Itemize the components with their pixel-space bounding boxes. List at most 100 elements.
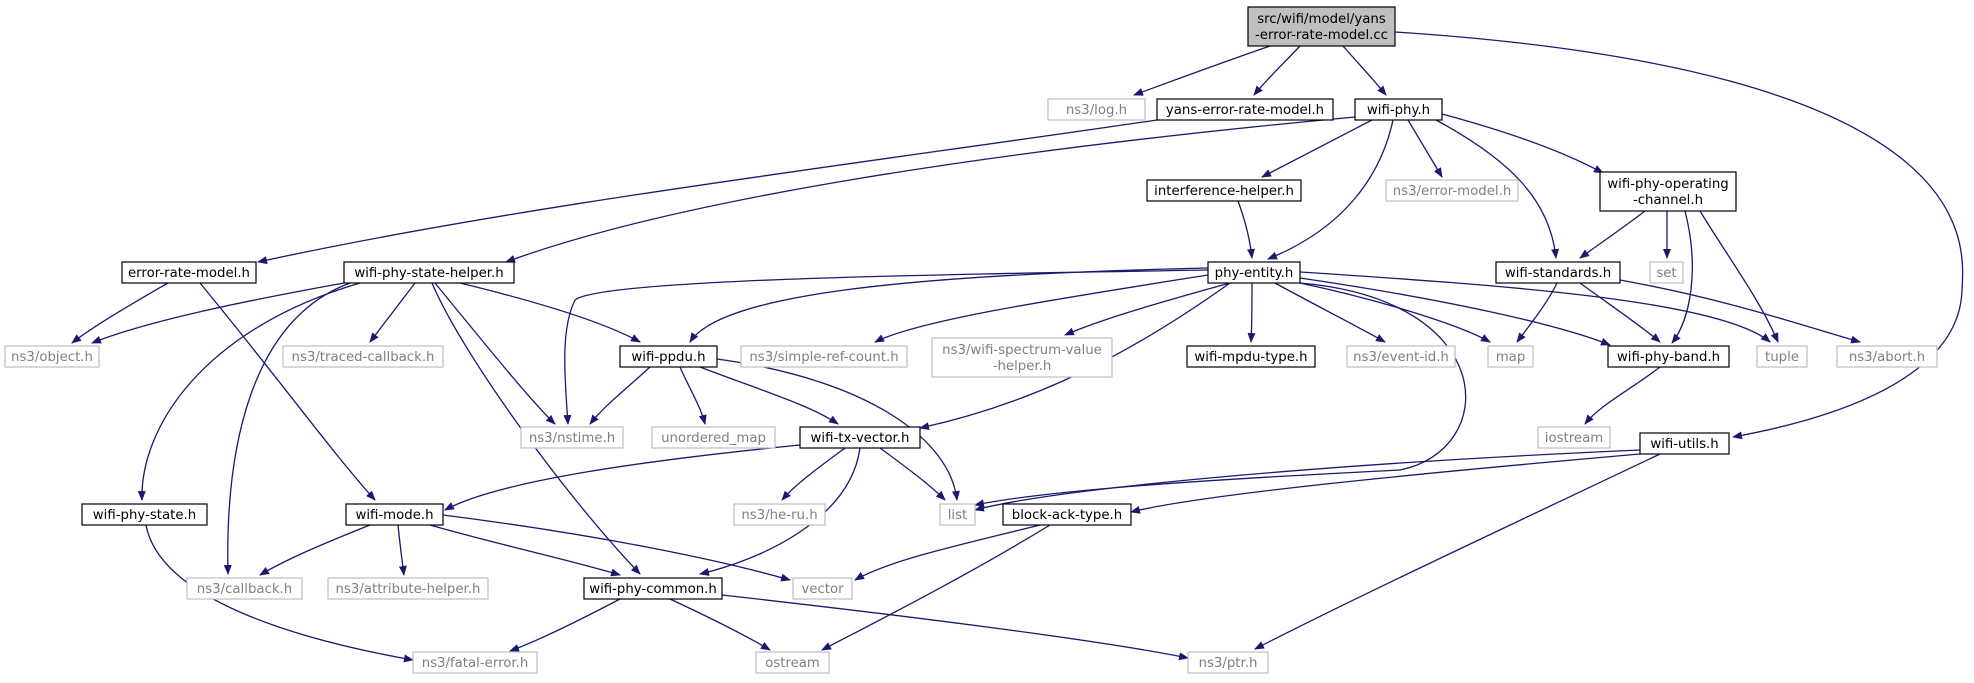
node-wsvh: ns3/wifi-spectrum-value-helper.h [931, 337, 1113, 378]
node-band[interactable]: wifi-phy-band.h [1607, 345, 1730, 368]
node-heru: ns3/he-ru.h [733, 503, 826, 526]
edge-pe-to-mpdu [1247, 282, 1256, 343]
node-wmode[interactable]: wifi-mode.h [345, 503, 444, 526]
node-mpdu[interactable]: wifi-mpdu-type.h [1186, 345, 1316, 368]
header-nodes: src/wifi/model/yans-error-rate-model.cc n… [4, 6, 1938, 674]
node-box [1607, 345, 1730, 368]
edge-pe-to-eid [1274, 282, 1386, 343]
node-ppdu[interactable]: wifi-ppdu.h [619, 345, 718, 368]
edge-group [1254, 453, 1661, 650]
edge-ih-to-pe [1237, 200, 1255, 259]
edge-group [716, 358, 960, 501]
node-box [121, 261, 257, 284]
node-root[interactable]: src/wifi/model/yans-error-rate-model.cc [1247, 6, 1396, 47]
edge-group [699, 447, 861, 576]
node-log: ns3/log.h [1047, 98, 1146, 121]
node-nstime: ns3/nstime.h [520, 426, 624, 449]
node-wutils[interactable]: wifi-utils.h [1639, 432, 1730, 455]
node-label: list [948, 508, 968, 523]
edge-bat-to-vector [854, 524, 1041, 581]
node-map: map [1487, 345, 1534, 368]
edge-group [1133, 45, 1271, 96]
node-wpsh[interactable]: wifi-phy-state-helper.h [343, 261, 515, 284]
edge-wpsh-to-common [431, 282, 641, 575]
node-label: ns3/traced-callback.h [292, 350, 435, 365]
node-label: wifi-ppdu.h [631, 350, 705, 365]
edge-group [974, 449, 1641, 512]
node-label: wifi-mode.h [355, 508, 433, 523]
node-label: -error-rate-model.cc [1255, 28, 1388, 43]
edge-group [1237, 200, 1255, 259]
edge-pe-to-wsvh [1064, 282, 1231, 336]
node-wstd[interactable]: wifi-standards.h [1495, 261, 1621, 284]
node-wphy[interactable]: wifi-phy.h [1354, 98, 1443, 121]
node-label: -helper.h [993, 359, 1052, 374]
node-wpstate[interactable]: wifi-phy-state.h [81, 503, 208, 526]
node-label: wifi-phy-band.h [1617, 350, 1720, 365]
node-eid: ns3/event-id.h [1346, 345, 1456, 368]
edge-group [1247, 282, 1256, 343]
edge-group [1579, 210, 1646, 259]
node-pe[interactable]: phy-entity.h [1207, 261, 1301, 284]
edge-group [1130, 453, 1641, 514]
node-label: src/wifi/model/yans [1257, 12, 1386, 27]
node-label: yans-error-rate-model.h [1166, 103, 1324, 118]
node-txv[interactable]: wifi-tx-vector.h [799, 426, 921, 449]
node-wpoc[interactable]: wifi-phy-operating-channel.h [1599, 171, 1737, 212]
node-label: ns3/abort.h [1849, 350, 1925, 365]
node-erm[interactable]: error-rate-model.h [121, 261, 257, 284]
node-label: vector [801, 582, 844, 597]
node-yerm[interactable]: yans-error-rate-model.h [1156, 98, 1334, 121]
edge-group [137, 282, 361, 501]
edge-group [71, 282, 169, 344]
edge-group [1516, 282, 1558, 343]
node-label: ns3/log.h [1066, 103, 1127, 118]
node-iostream: iostream [1537, 426, 1611, 449]
edge-txv-to-common [699, 447, 861, 576]
node-ih[interactable]: interference-helper.h [1146, 179, 1302, 202]
edge-group [1064, 282, 1231, 336]
edge-group [563, 269, 1209, 425]
edge-root-to-wphy [1342, 45, 1387, 96]
edge-wphy-to-wstd [1435, 119, 1560, 259]
edge-group [781, 447, 846, 501]
edge-group [689, 267, 1209, 343]
node-label: wifi-standards.h [1505, 266, 1611, 281]
edge-pe-to-nstime [563, 269, 1209, 425]
edge-group [974, 282, 1467, 508]
edge-group [434, 282, 556, 425]
edge-group [699, 366, 839, 425]
edge-group [459, 282, 641, 343]
node-box [1756, 345, 1808, 368]
node-box [1385, 179, 1519, 202]
node-bat[interactable]: block-ack-type.h [1002, 503, 1132, 526]
edge-group [223, 282, 351, 575]
node-box [81, 503, 208, 526]
node-label: set [1656, 266, 1676, 281]
node-label: ns3/nstime.h [529, 431, 615, 446]
edge-group [145, 524, 414, 663]
node-common[interactable]: wifi-phy-common.h [583, 577, 723, 600]
edge-group [1671, 210, 1693, 344]
node-box [1537, 426, 1611, 449]
node-box [343, 261, 515, 284]
edge-group [442, 514, 791, 582]
edge-erm-to-obj [71, 282, 169, 344]
node-label: ns3/ptr.h [1199, 656, 1258, 671]
node-ostream: ostream [755, 651, 830, 674]
node-list: list [939, 503, 976, 526]
edge-wpoc-to-band [1671, 210, 1693, 344]
edge-ppdu-to-umap [679, 366, 707, 425]
edge-pe-to-tuple [1299, 271, 1771, 343]
edge-wpsh-to-nstime [434, 282, 556, 425]
node-box [327, 577, 489, 600]
node-tuple: tuple [1756, 345, 1808, 368]
node-box [1649, 261, 1684, 284]
edge-root-to-log [1133, 45, 1271, 96]
node-label: ns3/event-id.h [1353, 350, 1449, 365]
edge-wpsh-to-ppdu [459, 282, 641, 343]
edge-wutils-to-list [974, 449, 1641, 512]
edge-wpoc-to-tuple [1699, 210, 1779, 343]
edge-wpsh-to-obj [91, 282, 345, 344]
